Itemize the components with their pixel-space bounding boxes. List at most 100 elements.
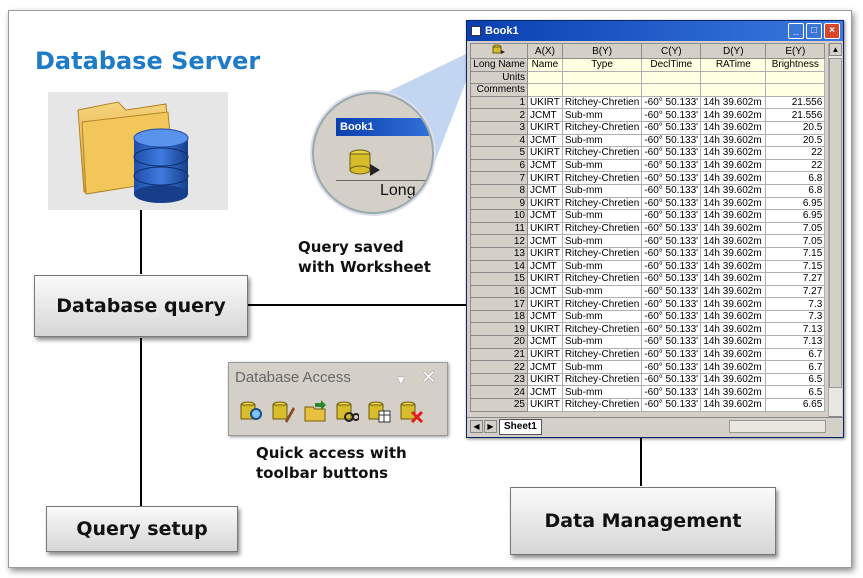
table-cell[interactable]: UKIRT — [527, 146, 563, 160]
table-cell[interactable]: Ritchey-Chretien — [561, 398, 643, 412]
db-preview-icon[interactable] — [335, 399, 360, 423]
db-query-icon[interactable] — [239, 399, 263, 423]
metadata-cell[interactable] — [561, 83, 643, 97]
worksheet-window[interactable]: Book1 _ □ × A(X)B(Y)C(Y)D(Y)E(Y)Long Nam… — [466, 20, 844, 438]
table-cell[interactable]: -60° 50.133' — [641, 297, 702, 311]
table-cell[interactable]: JCMT — [527, 360, 563, 374]
table-cell[interactable]: UKIRT — [527, 398, 563, 412]
metadata-cell[interactable] — [561, 70, 643, 85]
metadata-cell[interactable] — [641, 70, 702, 85]
table-cell[interactable]: 21.556 — [765, 108, 826, 122]
table-cell[interactable]: 14h 39.602m — [700, 360, 767, 374]
table-cell[interactable]: 14h 39.602m — [700, 196, 767, 211]
table-cell[interactable]: -60° 50.133' — [641, 196, 702, 211]
table-cell[interactable]: Ritchey-Chretien — [561, 272, 643, 286]
worksheet-titlebar[interactable]: Book1 _ □ × — [467, 21, 843, 41]
table-cell[interactable]: Ritchey-Chretien — [561, 171, 643, 185]
table-cell[interactable]: UKIRT — [527, 297, 563, 311]
table-cell[interactable]: 14h 39.602m — [700, 246, 767, 261]
minimize-icon[interactable]: _ — [788, 23, 804, 39]
table-cell[interactable]: UKIRT — [527, 347, 563, 362]
table-cell[interactable]: 14h 39.602m — [700, 171, 767, 185]
table-cell[interactable]: -60° 50.133' — [641, 322, 702, 337]
column-header[interactable]: D(Y) — [700, 43, 767, 59]
table-cell[interactable]: JCMT — [527, 335, 563, 349]
toolbar-menu-icon[interactable]: ▼ — [395, 373, 407, 387]
table-cell[interactable]: 14h 39.602m — [700, 146, 767, 160]
table-cell[interactable]: Ritchey-Chretien — [561, 246, 643, 261]
table-cell[interactable]: 7.27 — [765, 272, 826, 286]
table-cell[interactable]: 6.8 — [765, 171, 826, 185]
table-cell[interactable]: -60° 50.133' — [641, 171, 702, 185]
table-cell[interactable]: 6.7 — [765, 360, 826, 374]
worksheet-corner[interactable] — [470, 43, 528, 59]
horizontal-scrollbar[interactable] — [729, 420, 826, 433]
table-cell[interactable]: 14h 39.602m — [700, 120, 767, 135]
table-cell[interactable]: 14h 39.602m — [700, 259, 767, 274]
table-cell[interactable]: JCMT — [527, 158, 563, 173]
table-cell[interactable]: -60° 50.133' — [641, 309, 702, 324]
table-cell[interactable]: -60° 50.133' — [641, 158, 702, 173]
table-cell[interactable]: 7.05 — [765, 234, 826, 248]
table-cell[interactable]: Ritchey-Chretien — [561, 95, 643, 110]
db-import-icon[interactable] — [367, 399, 391, 423]
column-header[interactable]: E(Y) — [765, 43, 826, 59]
table-cell[interactable]: 6.95 — [765, 209, 826, 223]
table-cell[interactable]: -60° 50.133' — [641, 246, 702, 261]
table-cell[interactable]: -60° 50.133' — [641, 347, 702, 362]
table-cell[interactable]: 7.15 — [765, 246, 826, 261]
table-cell[interactable]: UKIRT — [527, 196, 563, 211]
metadata-cell[interactable] — [527, 70, 563, 85]
metadata-cell[interactable] — [700, 83, 767, 97]
table-cell[interactable]: -60° 50.133' — [641, 108, 702, 122]
table-cell[interactable]: UKIRT — [527, 372, 563, 387]
column-header[interactable]: B(Y) — [561, 43, 643, 59]
table-cell[interactable]: -60° 50.133' — [641, 372, 702, 387]
table-cell[interactable]: Ritchey-Chretien — [561, 372, 643, 387]
table-cell[interactable]: JCMT — [527, 209, 563, 223]
table-cell[interactable]: -60° 50.133' — [641, 133, 702, 148]
metadata-cell[interactable] — [700, 70, 767, 85]
table-cell[interactable]: 14h 39.602m — [700, 322, 767, 337]
tab-sheet1[interactable]: Sheet1 — [499, 419, 542, 435]
table-cell[interactable]: -60° 50.133' — [641, 398, 702, 412]
table-cell[interactable]: 20.5 — [765, 120, 826, 135]
table-cell[interactable]: 20.5 — [765, 133, 826, 148]
table-cell[interactable]: -60° 50.133' — [641, 120, 702, 135]
scroll-thumb[interactable] — [829, 58, 842, 388]
table-cell[interactable]: 7.3 — [765, 297, 826, 311]
table-cell[interactable]: 14h 39.602m — [700, 372, 767, 387]
table-cell[interactable]: Sub-mm — [561, 183, 643, 198]
table-cell[interactable]: Ritchey-Chretien — [561, 146, 643, 160]
table-cell[interactable]: UKIRT — [527, 171, 563, 185]
table-cell[interactable]: 6.5 — [765, 385, 826, 400]
table-cell[interactable]: Ritchey-Chretien — [561, 297, 643, 311]
table-cell[interactable]: Sub-mm — [561, 209, 643, 223]
metadata-cell[interactable]: RATime — [700, 58, 767, 72]
metadata-cell[interactable]: Name — [527, 58, 563, 72]
toolbar-close-icon[interactable]: ✕ — [421, 367, 437, 387]
table-cell[interactable]: Sub-mm — [561, 385, 643, 400]
table-cell[interactable]: 14h 39.602m — [700, 398, 767, 412]
table-cell[interactable]: 14h 39.602m — [700, 158, 767, 173]
metadata-cell[interactable]: Type — [561, 58, 643, 72]
table-cell[interactable]: JCMT — [527, 259, 563, 274]
table-cell[interactable]: Sub-mm — [561, 309, 643, 324]
table-cell[interactable]: UKIRT — [527, 272, 563, 286]
close-icon[interactable]: × — [824, 23, 840, 39]
metadata-cell[interactable] — [765, 70, 826, 85]
table-cell[interactable]: JCMT — [527, 183, 563, 198]
table-cell[interactable]: -60° 50.133' — [641, 272, 702, 286]
table-cell[interactable]: 7.05 — [765, 221, 826, 236]
column-header[interactable]: A(X) — [527, 43, 563, 59]
table-cell[interactable]: -60° 50.133' — [641, 234, 702, 248]
vertical-scrollbar[interactable]: ▲ ▼ — [828, 43, 842, 433]
table-cell[interactable]: -60° 50.133' — [641, 335, 702, 349]
table-cell[interactable]: -60° 50.133' — [641, 360, 702, 374]
scroll-up-icon[interactable]: ▲ — [829, 43, 842, 56]
table-cell[interactable]: -60° 50.133' — [641, 259, 702, 274]
db-open-icon[interactable] — [303, 399, 327, 423]
table-cell[interactable]: 7.15 — [765, 259, 826, 274]
table-cell[interactable]: 14h 39.602m — [700, 209, 767, 223]
